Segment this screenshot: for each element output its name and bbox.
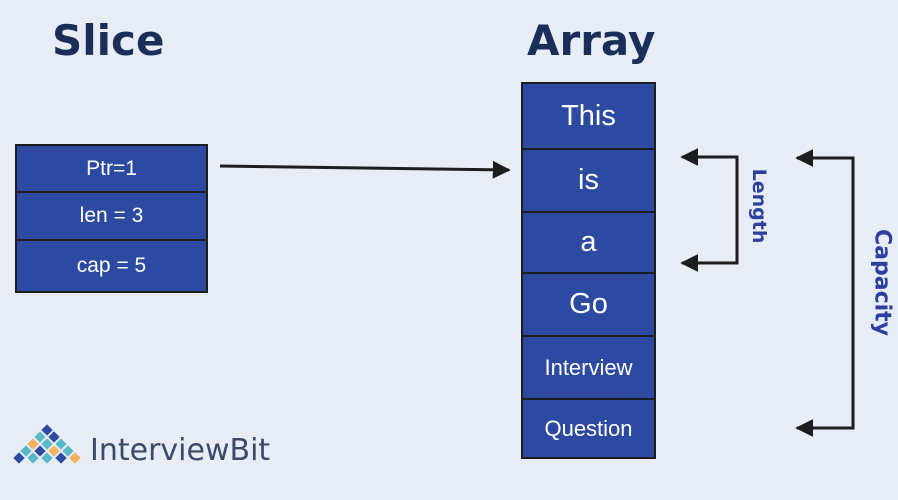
capacity-label: Capacity — [869, 228, 895, 337]
length-label: Length — [748, 168, 770, 244]
slice-title: Slice — [52, 16, 165, 65]
slice-ptr-field: Ptr=1 — [17, 146, 206, 193]
slice-len-field: len = 3 — [17, 193, 206, 241]
logo-diamond-icon — [13, 424, 81, 464]
array-cell-2: a — [523, 213, 654, 274]
array-cell-5: Question — [544, 415, 633, 441]
array-cell-3: Go — [523, 274, 654, 337]
array-cell-1: is — [523, 150, 654, 213]
pointer-arrow — [219, 160, 511, 179]
array-cell-4: Interview — [523, 337, 654, 400]
array-box: This is a Go Interview Question — [521, 82, 656, 459]
array-cell-0: This — [523, 84, 654, 150]
interviewbit-logo: InterviewBit — [12, 424, 270, 476]
logo-wordmark: InterviewBit — [90, 432, 271, 468]
length-bracket — [680, 148, 739, 272]
slice-struct-box: Ptr=1 len = 3 cap = 5 — [15, 144, 208, 293]
slice-cap-field: cap = 5 — [76, 254, 147, 277]
capacity-bracket — [795, 149, 855, 437]
array-title: Array — [527, 16, 656, 65]
